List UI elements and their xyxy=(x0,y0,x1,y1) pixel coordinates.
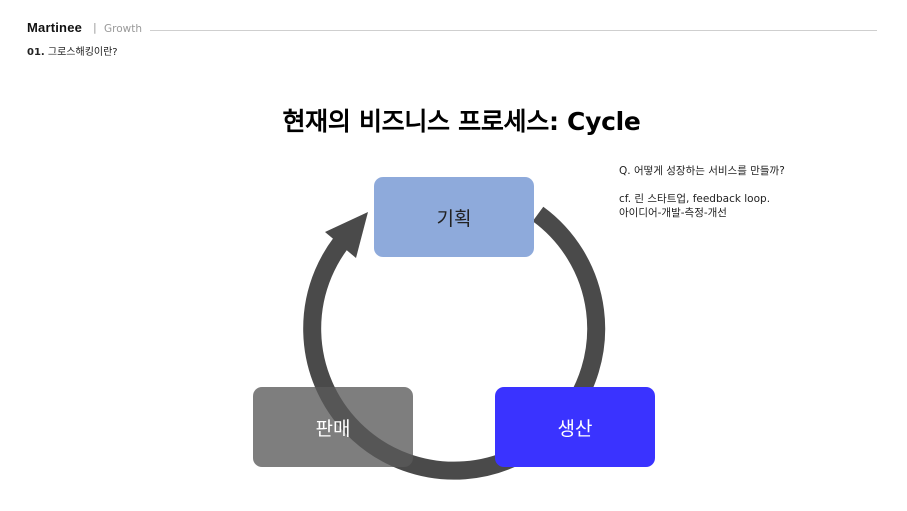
brand-logo: Martinee xyxy=(27,20,83,35)
node-plan-label: 기획 xyxy=(436,207,472,230)
note-loop-steps: 아이디어-개발-측정-개선 xyxy=(619,207,727,219)
header: Martinee | Growth xyxy=(27,20,877,40)
header-rule xyxy=(150,30,877,31)
node-sales-label: 판매 xyxy=(315,417,351,440)
breadcrumb: 01. 그로스해킹이란? xyxy=(27,43,118,58)
header-separator: | xyxy=(93,21,97,34)
node-production: 생산 xyxy=(495,387,655,467)
cycle-arc xyxy=(303,206,606,480)
cycle-arrowhead xyxy=(325,212,368,258)
node-production-label: 생산 xyxy=(557,417,593,440)
note-question: Q. 어떻게 성장하는 서비스를 만들까? xyxy=(619,165,785,177)
breadcrumb-number: 01. xyxy=(27,47,45,58)
note-reference: cf. 린 스타트업, feedback loop. xyxy=(619,193,771,205)
node-plan: 기획 xyxy=(374,177,534,257)
node-sales: 판매 xyxy=(253,387,413,467)
slide-title: 현재의 비즈니스 프로세스: Cycle xyxy=(282,107,641,136)
section-label: Growth xyxy=(104,23,143,35)
breadcrumb-text: 그로스해킹이란? xyxy=(47,47,118,58)
note-block: Q. 어떻게 성장하는 서비스를 만들까? cf. 린 스타트업, feedba… xyxy=(619,164,785,220)
